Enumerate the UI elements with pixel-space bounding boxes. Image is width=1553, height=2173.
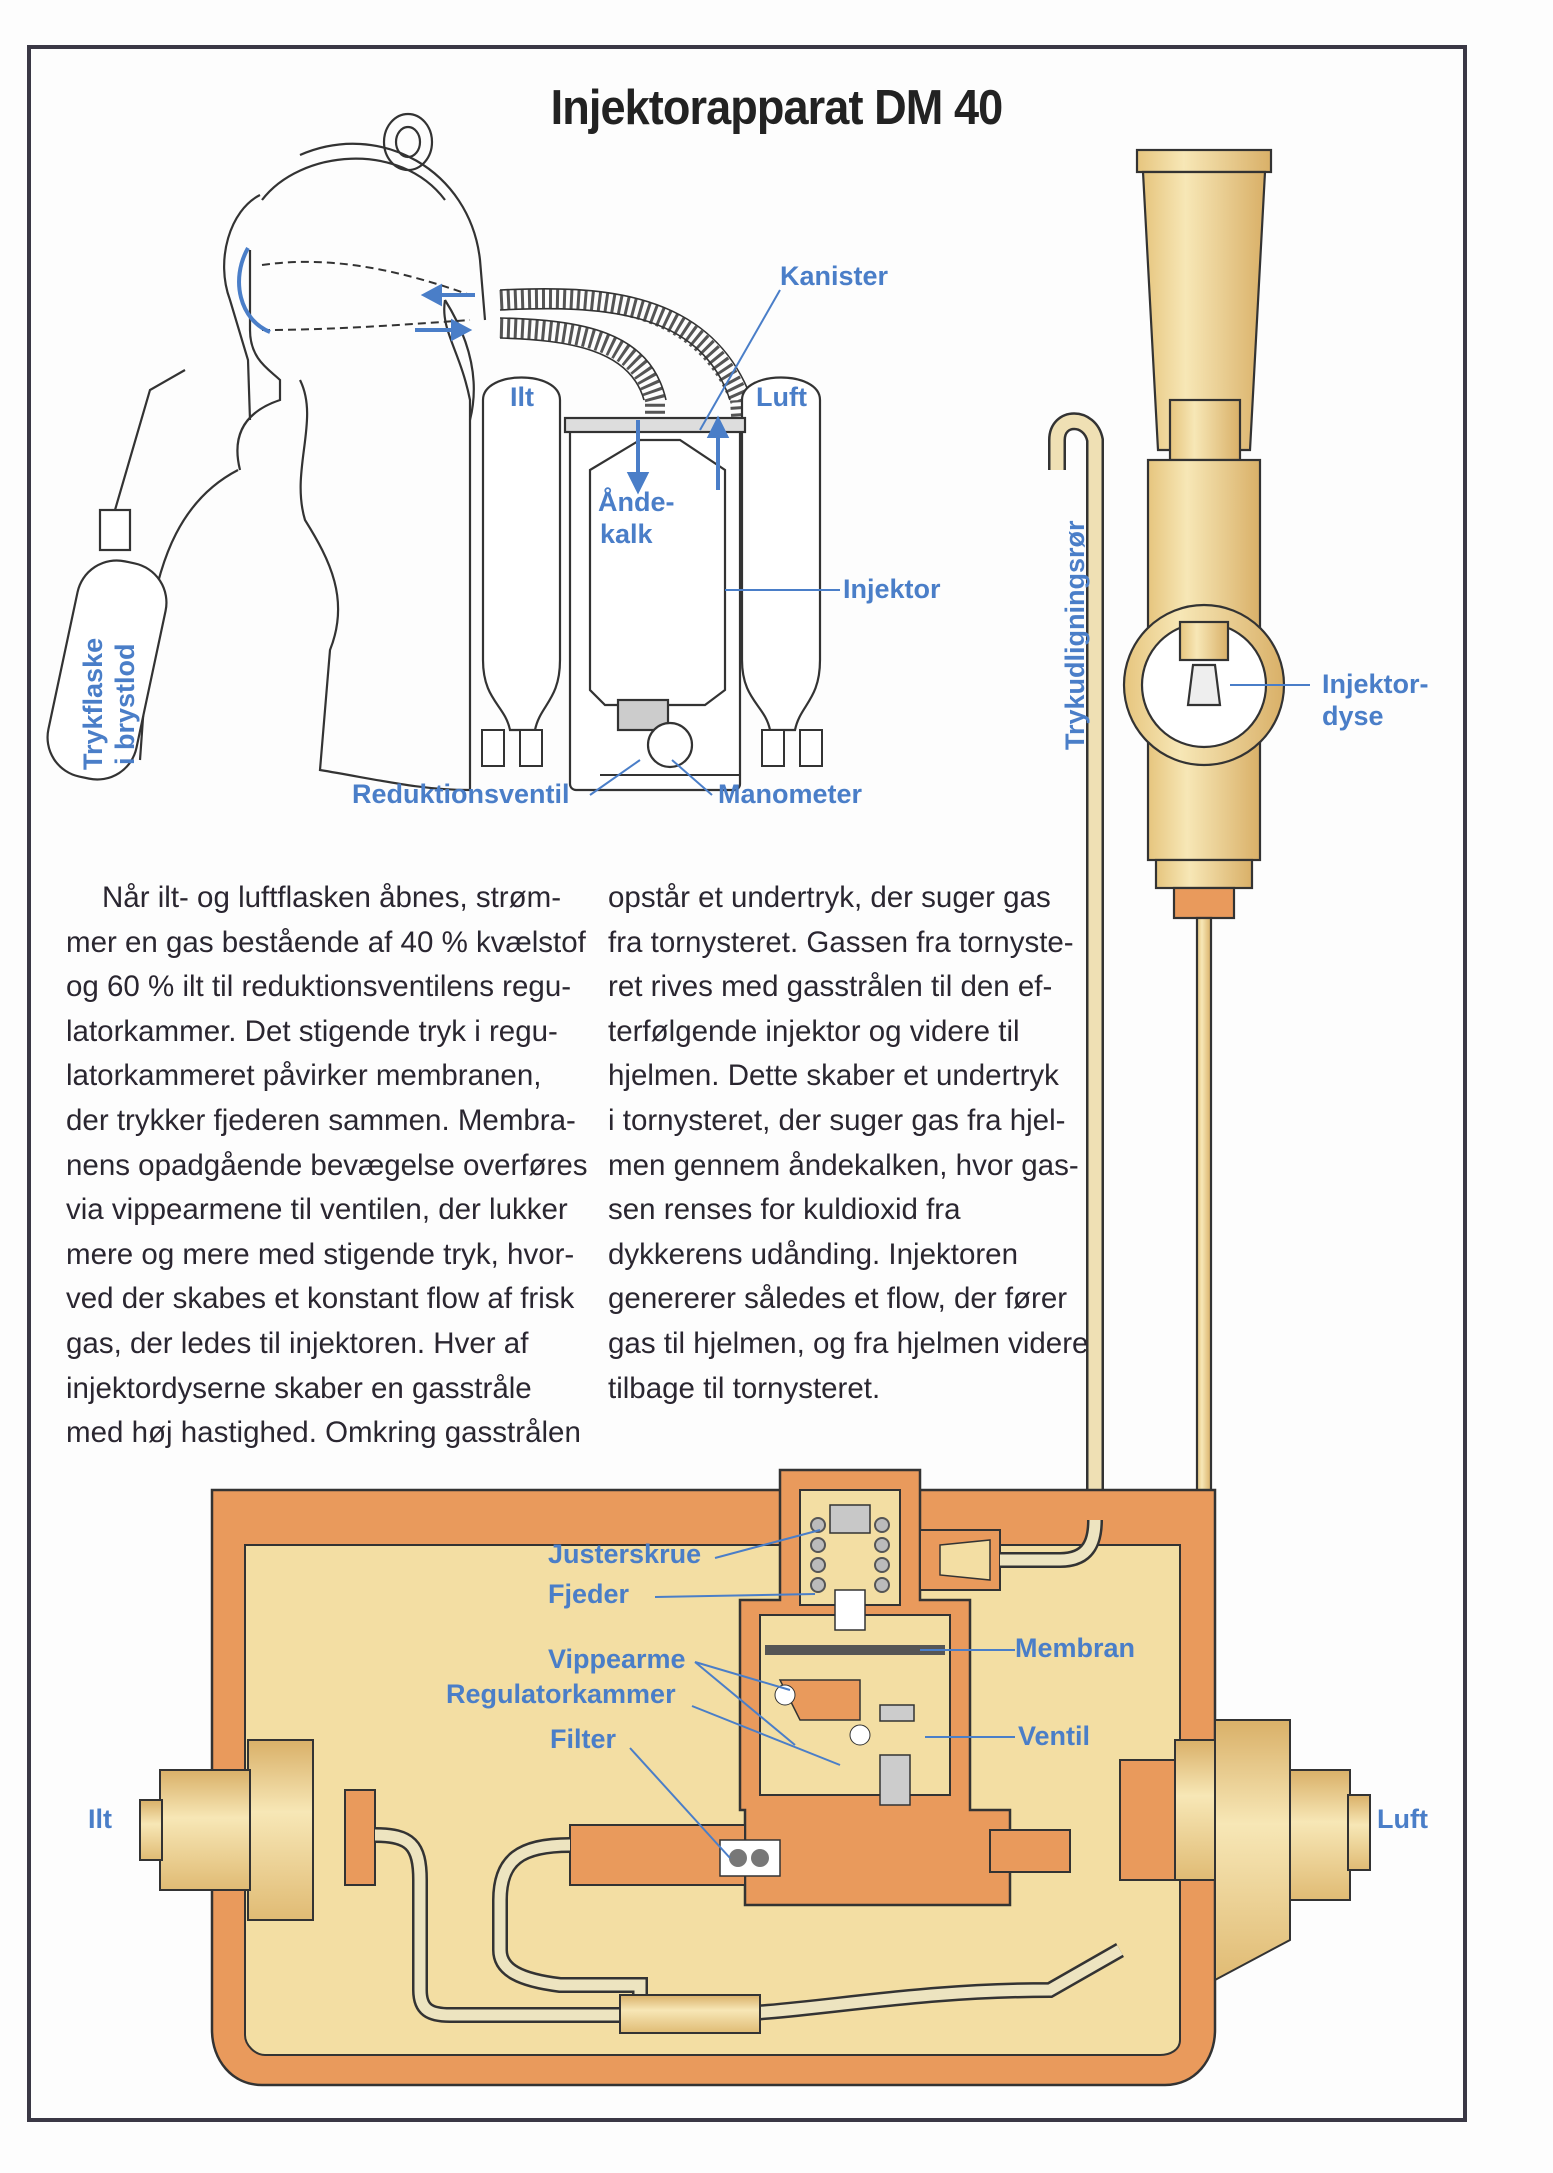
text-line: tilbage til tornysteret.	[608, 1371, 881, 1405]
text-line: latorkammeret påvirker membranen,	[66, 1059, 542, 1093]
page-title: Injektorapparat DM 40	[550, 81, 1004, 135]
label-fjeder: Fjeder	[548, 1579, 630, 1609]
text-line: sen renses for kuldioxid fra	[608, 1193, 961, 1227]
label-ilt-inlet: Ilt	[88, 1804, 112, 1834]
breathing-hoses	[499, 288, 752, 431]
label-injektor: Injektor	[843, 574, 941, 604]
label-ventil: Ventil	[1018, 1721, 1091, 1751]
text-line: opstår et undertryk, der suger gas	[608, 881, 1051, 914]
text-line: latorkammer. Det stigende tryk i regu-	[66, 1014, 558, 1048]
diver-helmet-drawing	[138, 112, 487, 792]
text-line: nens opadgående bevægelse overføres	[66, 1148, 588, 1182]
text-line: terfølgende injektor og videre til	[608, 1014, 1020, 1048]
label-kanister: Kanister	[780, 261, 889, 291]
text-line: gas, der ledes til injektoren. Hver af	[66, 1326, 529, 1360]
label-trykflaske-line2: i brystlod	[110, 643, 140, 765]
label-luft-inlet: Luft	[1377, 1804, 1428, 1834]
text-line: hjelmen. Dette skaber et undertryk	[608, 1059, 1059, 1093]
text-line: ved der skabes et konstant flow af frisk	[66, 1282, 575, 1316]
label-justerskrue: Justerskrue	[548, 1539, 702, 1569]
label-manometer: Manometer	[718, 779, 863, 809]
text-line: mer en gas bestående af 40 % kvælstof	[66, 925, 586, 959]
label-injektordyse-line2: dyse	[1322, 701, 1384, 731]
text-line: genererer således et flow, der fører	[608, 1282, 1068, 1316]
text-line: i tornysteret, der suger gas fra hjel-	[608, 1103, 1066, 1137]
body-text-column-2: opstår et undertryk, der suger gas fra t…	[608, 876, 1089, 1411]
page-frame	[27, 45, 1467, 2122]
label-trykudligningsror: Trykudligningsrør	[1060, 520, 1090, 750]
regulator-housing	[139, 1468, 1371, 2087]
bottom-leader-lines	[629, 1529, 1015, 1859]
chest-bottle-drawing	[46, 369, 186, 781]
label-membran: Membran	[1015, 1633, 1136, 1663]
text-line: Når ilt- og luftflasken åbnes, strøm-	[102, 881, 562, 914]
text-line: ret rives med gasstrålen til den ef-	[608, 970, 1053, 1004]
valve-fittings	[481, 729, 823, 776]
label-luft-cylinder: Luft	[756, 382, 807, 412]
label-filter: Filter	[550, 1724, 617, 1754]
body-text-column-1: Når ilt- og luftflasken åbnes, strøm- me…	[66, 876, 588, 1456]
text-line: og 60 % ilt til reduktionsventilens regu…	[66, 970, 572, 1004]
bottom-tubes	[374, 1519, 1124, 2023]
text-line: med høj hastighed. Omkring gasstrålen	[66, 1416, 581, 1450]
flow-arrows	[237, 247, 730, 495]
top-leader-lines	[589, 289, 840, 796]
text-line: fra tornysteret. Gassen fra tornyste-	[608, 925, 1074, 959]
gas-cylinders	[481, 376, 822, 732]
text-line: via vippearmene til ventilen, der lukker	[66, 1193, 568, 1227]
text-line: der trykker fjederen sammen. Membra-	[66, 1103, 576, 1137]
injector-tube	[1122, 148, 1286, 1760]
text-line: mere og mere med stigende tryk, hvor-	[66, 1237, 575, 1271]
text-line: men gennem åndekalken, hvor gas-	[608, 1148, 1079, 1182]
text-line: injektordyserne skaber en gasstråle	[66, 1371, 532, 1405]
face-dashed-lines	[261, 260, 471, 331]
text-line: gas til hjelmen, og fra hjelmen videre	[608, 1326, 1089, 1360]
label-trykflaske-line1: Trykflaske	[78, 637, 108, 770]
text-line: dykkerens udånding. Injektoren	[608, 1237, 1018, 1271]
label-andekalk-line1: Ånde-	[598, 487, 675, 517]
canister-drawing	[563, 416, 747, 792]
label-ilt-cylinder: Ilt	[510, 382, 534, 412]
label-andekalk-line2: kalk	[600, 519, 653, 549]
label-injektordyse-line1: Injektor-	[1322, 669, 1429, 699]
label-vippearme: Vippearme	[548, 1644, 686, 1674]
label-regulatorkammer: Regulatorkammer	[446, 1679, 676, 1709]
label-reduktionsventil: Reduktionsventil	[352, 779, 570, 809]
